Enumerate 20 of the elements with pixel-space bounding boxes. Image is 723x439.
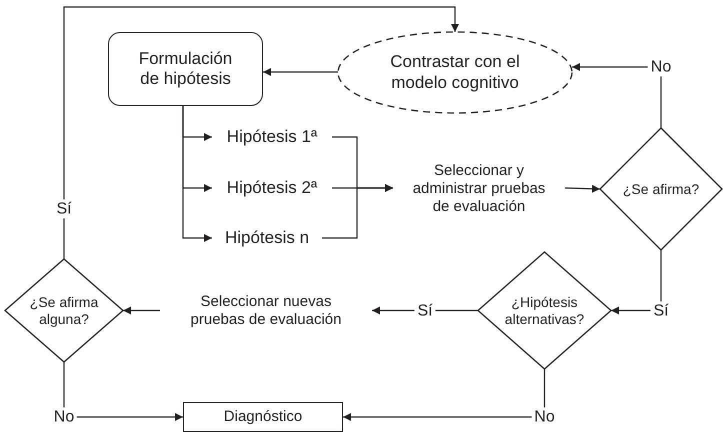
arrow (63, 6, 459, 259)
step-text: Seleccionar nuevas pruebas de evaluación (160, 290, 372, 332)
result-box: Diagnóstico (183, 402, 343, 432)
arrow (372, 306, 478, 314)
arrow (123, 306, 160, 314)
step-text: Seleccionar y administrar pruebas de evaluación (393, 155, 565, 223)
decision-diamond: ¿Se afirma alguna? (5, 259, 123, 362)
arrow (343, 369, 546, 421)
hypothesis-label: Hipótesis n (212, 226, 322, 250)
arrow (182, 106, 212, 242)
arrow (322, 184, 393, 239)
arrow (263, 68, 338, 76)
hypothesis-label: Hipótesis 2ª (212, 176, 332, 200)
decision-diamond: ¿Hipótesis alternativas? (478, 252, 611, 369)
hypothesis-label: Hipótesis 1ª (212, 125, 332, 149)
dashed-ellipse: Contrastar con el modelo cognitivo (338, 32, 572, 113)
arrow (611, 250, 662, 314)
process-box: Formulación de hipótesis (108, 32, 263, 106)
arrow (564, 184, 600, 193)
decision-diamond: ¿Se afirma? (600, 128, 722, 250)
